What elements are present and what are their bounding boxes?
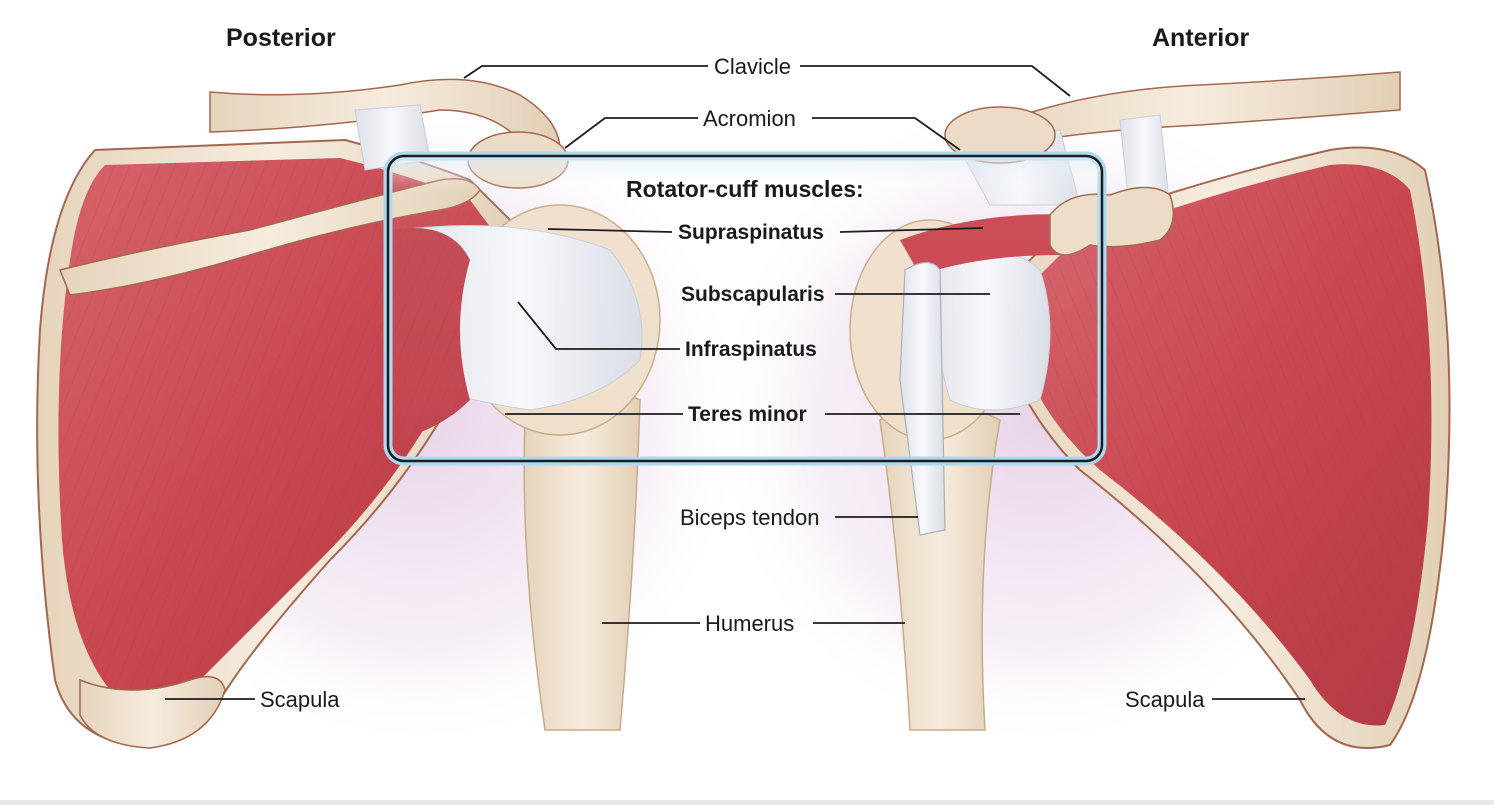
label-acromion: Acromion: [703, 106, 796, 131]
label-infraspinatus: Infraspinatus: [685, 338, 817, 361]
rotator-cuff-box: [386, 154, 1104, 463]
label-subscapularis: Subscapularis: [681, 283, 825, 306]
label-clavicle: Clavicle: [714, 54, 792, 79]
view-title-anterior: Anterior: [1152, 24, 1250, 52]
bottom-divider: [0, 800, 1494, 805]
rotator-cuff-title: Rotator-cuff muscles:: [626, 176, 864, 202]
label-scapula-posterior: Scapula: [260, 687, 340, 712]
label-scapula-anterior: Scapula: [1125, 687, 1205, 712]
leader-lines: [165, 65, 1305, 700]
posterior-scapula-angle: [79, 675, 226, 749]
label-biceps-tendon: Biceps tendon: [680, 505, 820, 530]
view-title-posterior: Posterior: [226, 24, 336, 52]
label-supraspinatus: Supraspinatus: [678, 221, 824, 244]
label-humerus: Humerus: [705, 611, 795, 636]
label-teres-minor: Teres minor: [688, 403, 807, 426]
